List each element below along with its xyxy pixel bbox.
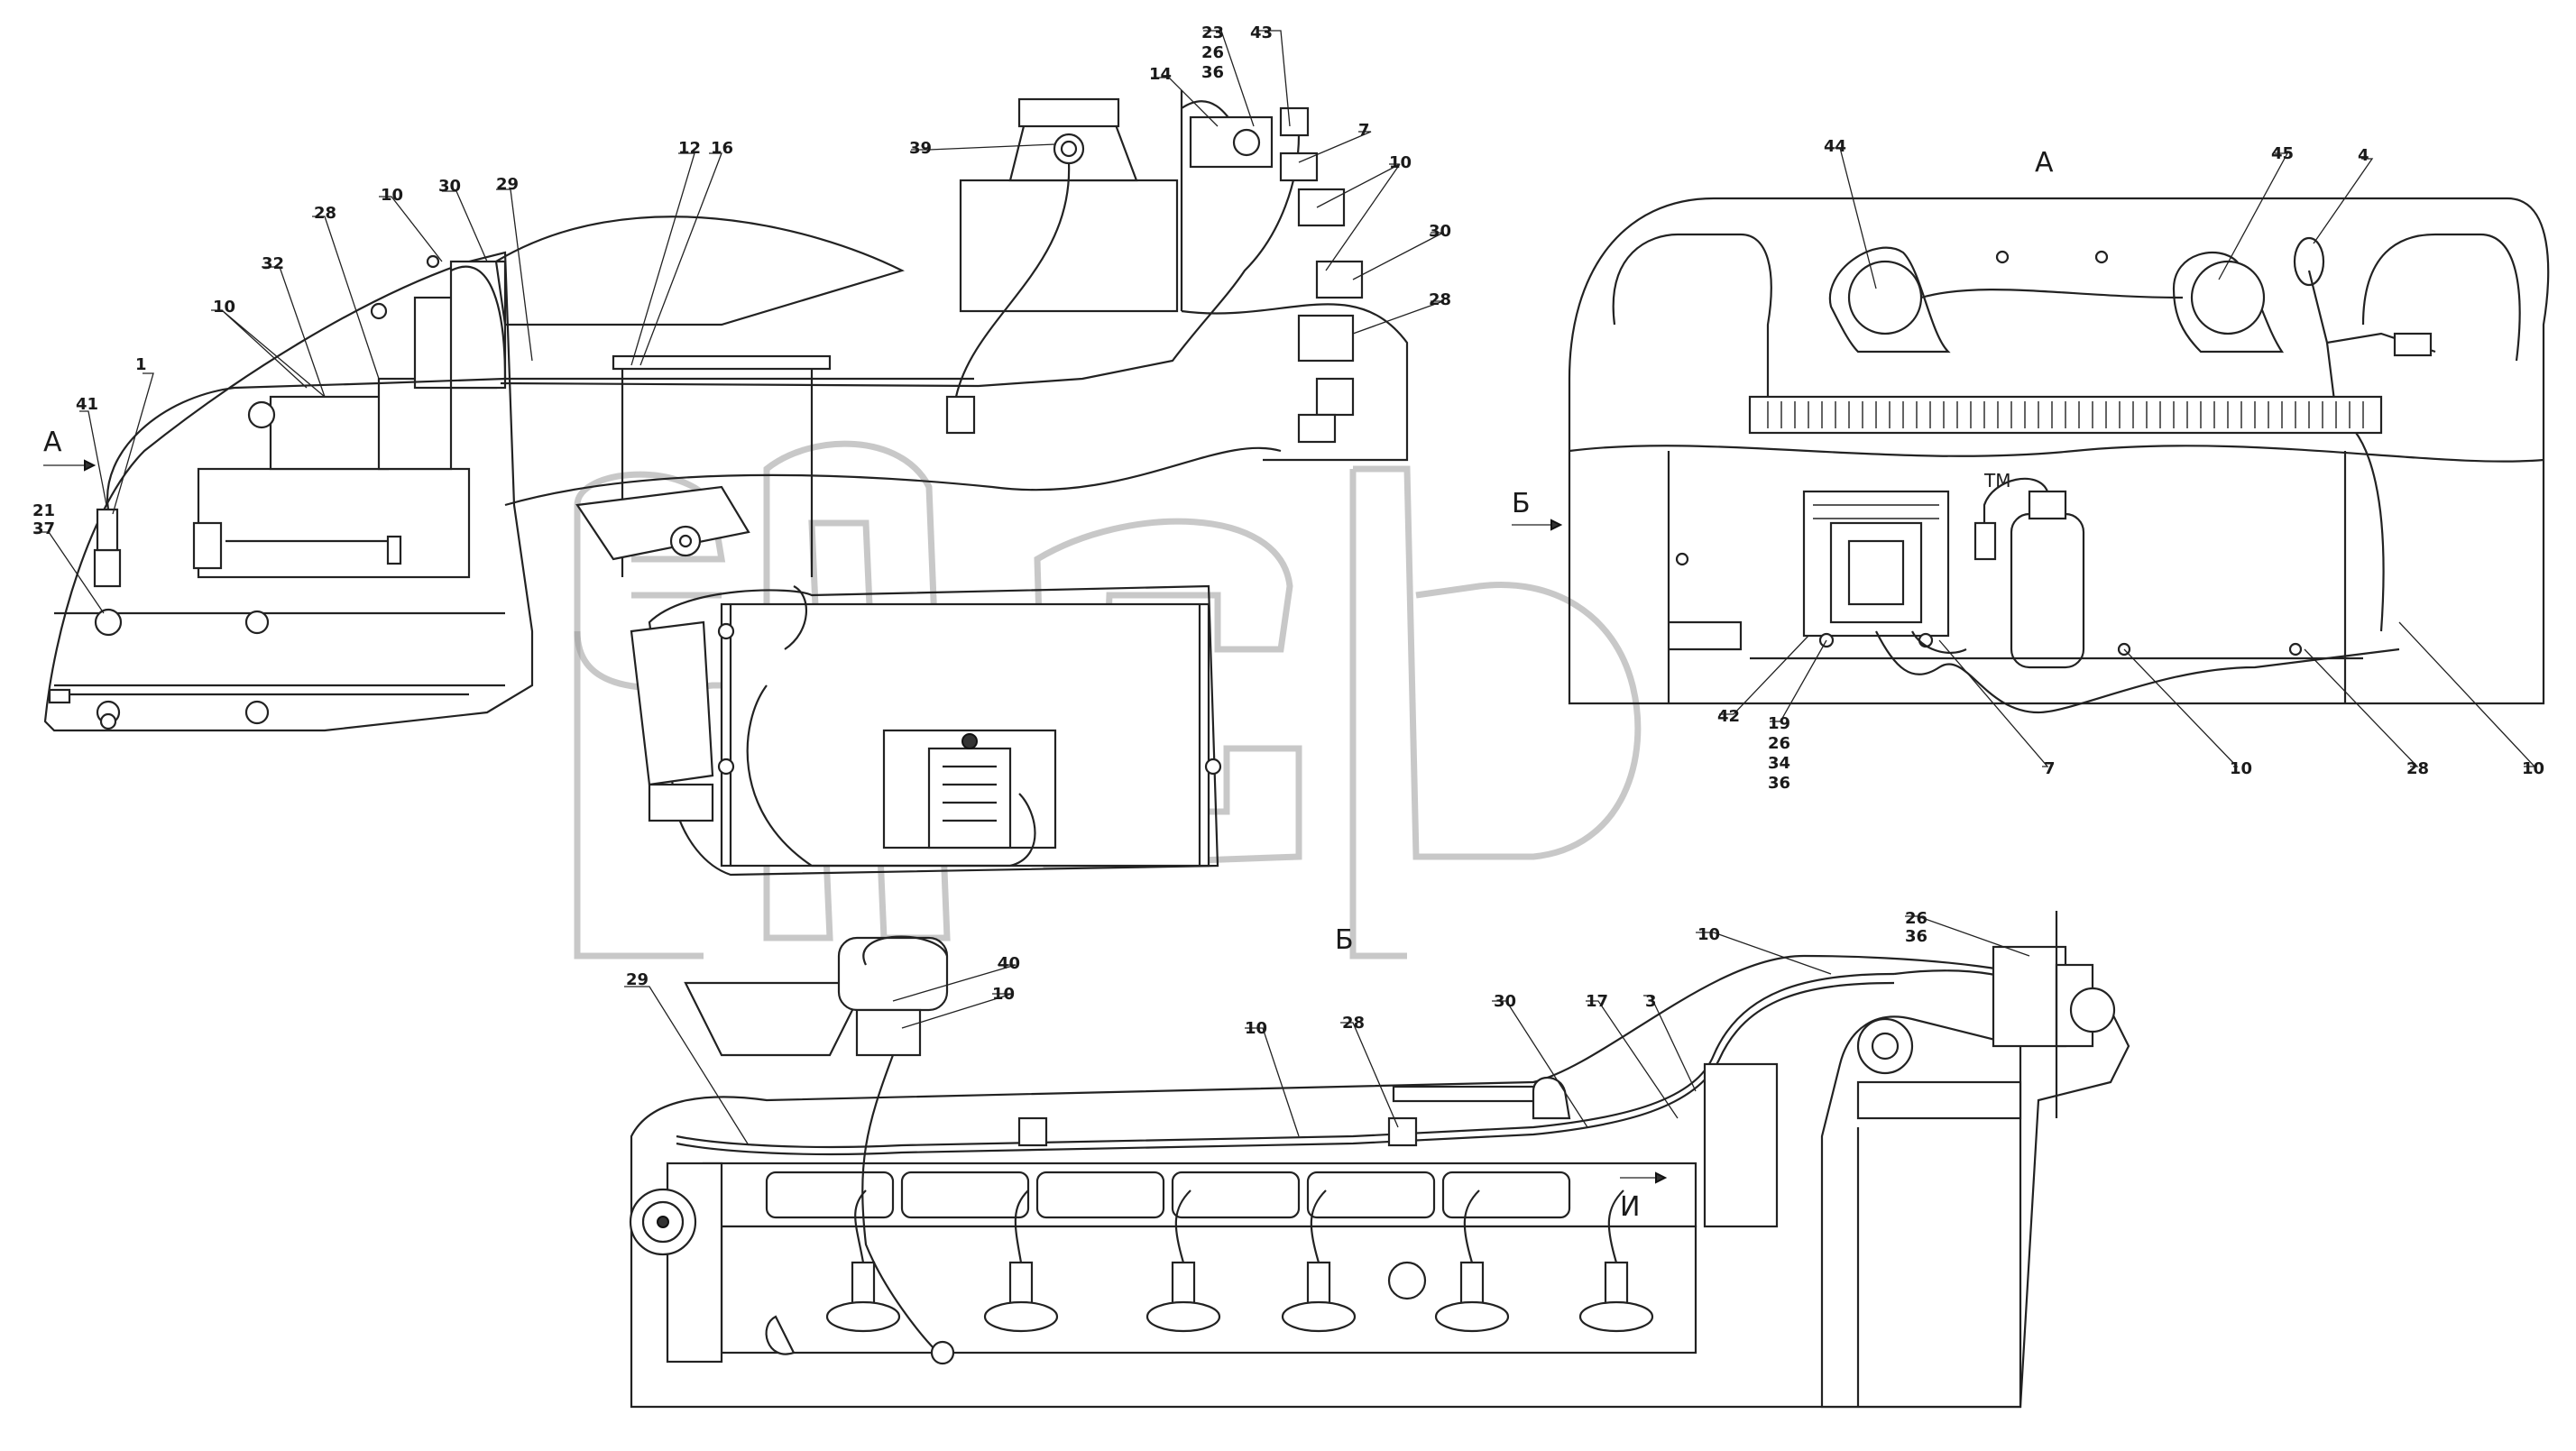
callout-label: 7 — [2044, 759, 2056, 778]
callout-label: 16 — [711, 139, 733, 158]
callout-label: 10 — [1389, 153, 1412, 172]
callout-label: 28 — [1429, 290, 1451, 309]
view-a — [1568, 197, 2550, 714]
callout-label: 17 — [1586, 992, 1608, 1011]
callout-label: 28 — [2406, 759, 2429, 778]
callout-label: 10 — [213, 298, 235, 317]
callout-label: 1 — [135, 355, 147, 374]
callout-label: 36 — [1201, 63, 1224, 82]
callout-label: 45 — [2271, 144, 2294, 163]
callout-label: 32 — [262, 254, 284, 273]
callout-label: 7 — [1358, 121, 1370, 140]
callout-label: 36 — [1768, 774, 1790, 793]
view-markers: А А Б Б И — [43, 147, 2054, 1223]
injectors — [825, 1261, 1654, 1333]
callout-label: 30 — [1429, 222, 1451, 241]
cylinder-heads — [765, 1171, 1571, 1219]
callout-label: 44 — [1824, 137, 1846, 156]
callout-label: 29 — [626, 970, 649, 989]
callout-label: 26 — [1768, 734, 1790, 753]
view-b — [629, 911, 2130, 1409]
callout-label: 21 — [32, 501, 55, 520]
callout-label: 41 — [76, 395, 98, 414]
callout-label: 10 — [381, 186, 403, 205]
callout-label: 3 — [1645, 992, 1657, 1011]
callout-label: 23 — [1201, 23, 1224, 42]
callout-label: 26 — [1905, 909, 1927, 928]
callout-label: 10 — [2522, 759, 2544, 778]
callout-label: 28 — [314, 204, 336, 223]
callout-label: 28 — [1342, 1014, 1365, 1033]
battery-box-view — [630, 584, 1222, 877]
callout-label: 26 — [1201, 43, 1224, 62]
callout-label: 42 — [1717, 707, 1740, 726]
left-side-view — [43, 251, 980, 732]
callout-label: 19 — [1768, 714, 1790, 733]
callouts: 1 41 21 37 10 32 28 10 30 29 12 16 39 14… — [32, 23, 2544, 1038]
watermark: TM — [574, 440, 2010, 960]
callout-label: 43 — [1250, 23, 1273, 42]
callout-label: 37 — [32, 519, 55, 538]
view-label-i: И — [1620, 1191, 1640, 1223]
radiator-fins — [1767, 401, 2364, 428]
callout-label: 10 — [1245, 1019, 1267, 1038]
callout-label: 10 — [2230, 759, 2252, 778]
callout-label: 34 — [1768, 754, 1790, 773]
callout-label: 40 — [998, 954, 1020, 973]
view-label-a: А — [2035, 147, 2054, 179]
callout-label: 39 — [909, 139, 932, 158]
callout-label: 36 — [1905, 927, 1927, 946]
callout-label: 30 — [438, 177, 461, 196]
callout-label: 12 — [678, 139, 701, 158]
view-label-b: Б — [1335, 924, 1354, 956]
callout-label: 30 — [1494, 992, 1516, 1011]
view-label-a-arrow: А — [43, 427, 62, 458]
callout-label: 4 — [2358, 146, 2369, 165]
callout-label: 10 — [1697, 925, 1720, 944]
callout-label: 29 — [496, 175, 519, 194]
callout-label: 10 — [992, 985, 1015, 1004]
middle-top-view — [494, 90, 1409, 577]
leader-lines — [34, 30, 2536, 1146]
view-label-b-arrow: Б — [1512, 488, 1531, 519]
callout-label: 14 — [1149, 65, 1172, 84]
